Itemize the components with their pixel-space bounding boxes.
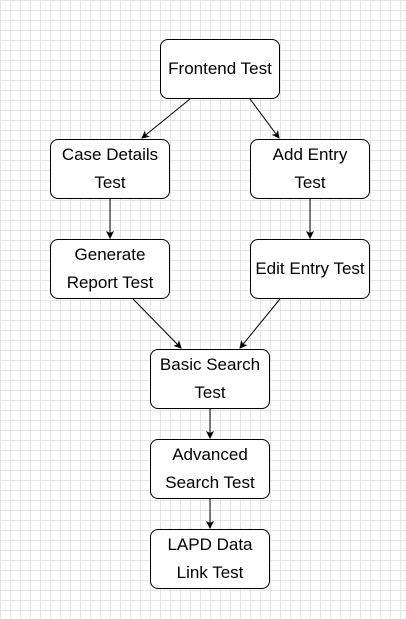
node-label: Basic Search Test <box>159 355 261 402</box>
node-label: Add Entry Test <box>272 145 348 192</box>
edge-frontend-to-add-entry <box>249 98 280 139</box>
node-case-details-test[interactable]: Case Details Test <box>50 139 170 199</box>
node-add-entry-test[interactable]: Add Entry Test <box>250 139 370 199</box>
node-generate-report-test[interactable]: Generate Report Test <box>50 239 170 299</box>
node-advanced-search-test[interactable]: Advanced Search Test <box>150 439 270 499</box>
node-label: Edit Entry Test <box>255 259 365 278</box>
node-label: LAPD Data Link Test <box>167 535 253 582</box>
edge-generate-report-to-basic-search <box>132 298 182 349</box>
node-basic-search-test[interactable]: Basic Search Test <box>150 349 270 409</box>
node-edit-entry-test[interactable]: Edit Entry Test <box>250 239 370 299</box>
node-label: Generate Report Test <box>66 245 154 292</box>
edge-frontend-to-case-details <box>141 98 191 139</box>
node-frontend-test[interactable]: Frontend Test <box>160 39 280 99</box>
node-lapd-data-link-test[interactable]: LAPD Data Link Test <box>150 529 270 589</box>
node-label: Advanced Search Test <box>165 445 255 492</box>
edge-edit-entry-to-basic-search <box>239 298 281 349</box>
node-label: Case Details Test <box>61 145 159 192</box>
node-label: Frontend Test <box>168 59 272 78</box>
